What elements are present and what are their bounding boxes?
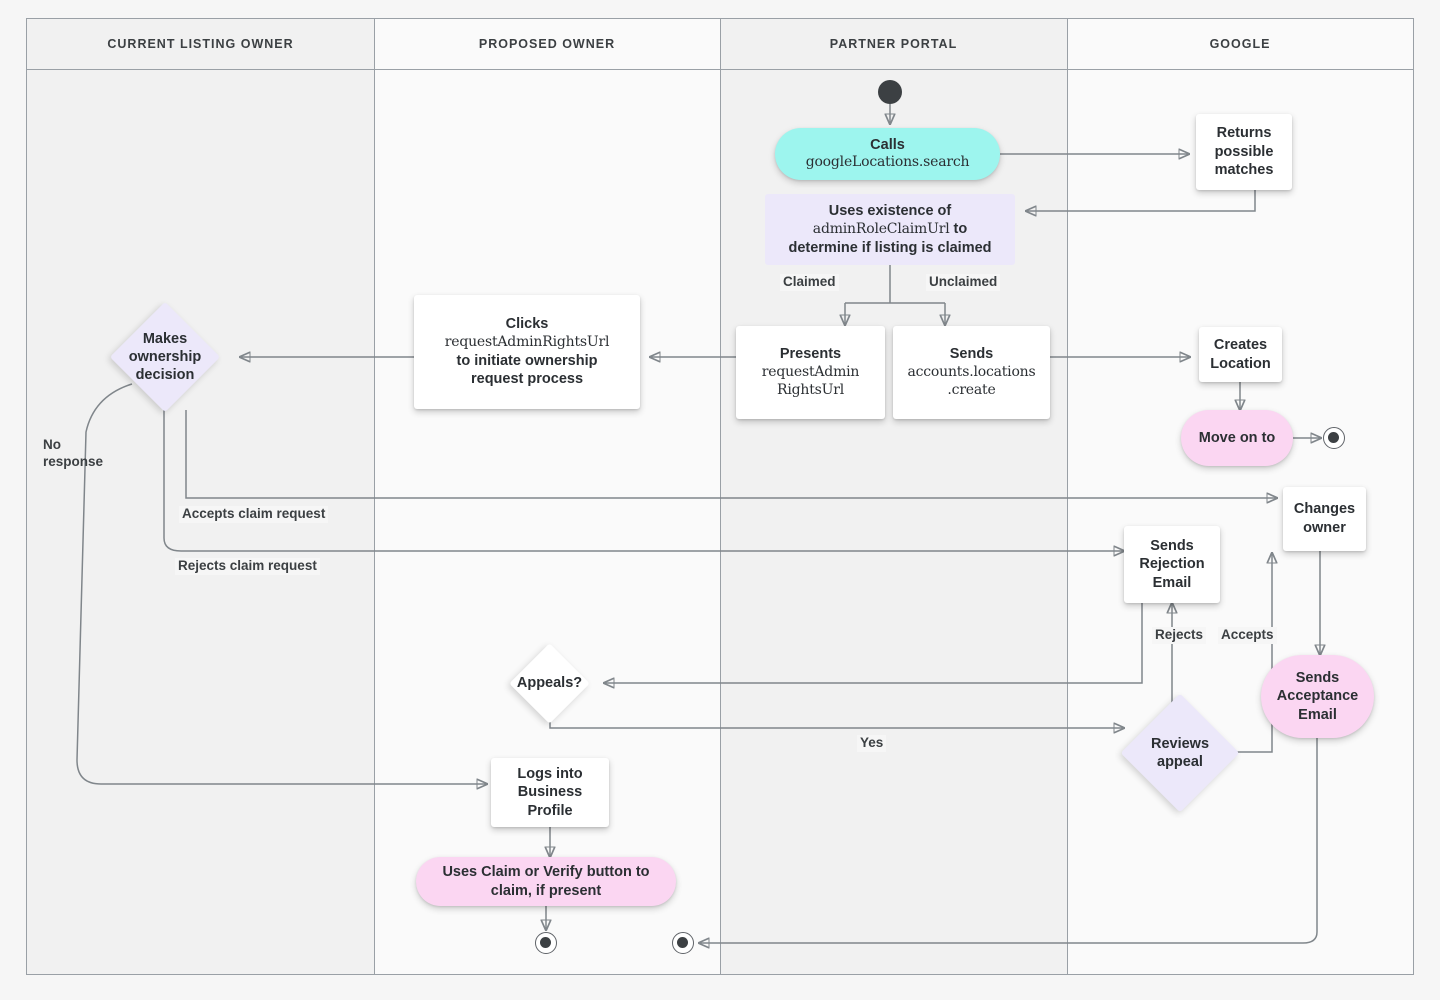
node-uses-claim-line2: claim, if present	[490, 882, 602, 899]
edge-accepts-claim-to-changes-owner	[185, 410, 1277, 498]
node-makes-ownership-decision[interactable]: Makes ownership decision	[109, 301, 221, 413]
node-presents-line1: Presents	[779, 346, 842, 363]
node-calls-line1: Calls	[870, 136, 905, 153]
node-logs-into-business-profile[interactable]: Logs into Business Profile	[491, 758, 609, 827]
edge-label-rejects-claim-request: Rejects claim request	[175, 558, 320, 575]
edge-rejection-to-appeals	[604, 602, 1143, 683]
node-sends-create-line1: Sends	[949, 346, 994, 363]
lane-divider-3	[1067, 19, 1068, 974]
node-presents-line3: RightsUrl	[777, 381, 844, 398]
node-sends-acceptance-email[interactable]: Sends Acceptance Email	[1261, 655, 1374, 738]
node-clicks-request-admin-rights-url[interactable]: Clicks requestAdminRightsUrl to initiate…	[414, 295, 640, 409]
node-uses-existence-line3: determine if listing is claimed	[788, 239, 992, 256]
node-reviews-appeal-label: Reviews appeal	[1150, 735, 1210, 770]
lane-divider-2	[720, 19, 721, 974]
edge-label-claimed: Claimed	[780, 274, 839, 291]
node-returns-possible-matches[interactable]: Returns possible matches	[1196, 114, 1292, 190]
edge-acceptance-email-to-end-partner	[699, 733, 1318, 943]
node-calls-line2: googleLocations.search	[805, 154, 970, 171]
node-creates-location[interactable]: Creates Location	[1199, 327, 1282, 382]
node-sends-rejection-email[interactable]: Sends Rejection Email	[1124, 526, 1220, 603]
edge-label-rejects: Rejects	[1152, 627, 1207, 644]
node-reviews-appeal[interactable]: Reviews appeal	[1120, 693, 1240, 813]
lane-title-current-listing-owner: CURRENT LISTING OWNER	[107, 37, 294, 51]
node-changes-owner[interactable]: Changes owner	[1283, 487, 1366, 551]
node-appeals-decision[interactable]: Appeals?	[509, 643, 590, 724]
node-clicks-line2: requestAdminRightsUrl	[444, 333, 610, 350]
node-uses-claim-line1: Uses Claim or Verify button to	[442, 863, 650, 880]
end-terminal-proposed-owner	[535, 932, 557, 954]
node-sends-create-line3: .create	[947, 381, 996, 398]
lane-divider-1	[374, 19, 375, 974]
node-calls-google-locations-search[interactable]: Calls googleLocations.search	[775, 128, 1000, 180]
edge-no-response-to-logs-into	[76, 383, 487, 784]
edge-label-yes: Yes	[857, 735, 887, 752]
node-sends-accounts-locations-create[interactable]: Sends accounts.locations .create	[893, 326, 1050, 419]
node-clicks-line4: request process	[470, 371, 584, 388]
end-terminal-google	[1323, 427, 1345, 449]
edge-label-accepts-claim-request: Accepts claim request	[179, 506, 329, 523]
edge-label-no-response: No response	[43, 437, 104, 469]
lane-title-google: GOOGLE	[1209, 37, 1271, 51]
node-uses-existence-line2: adminRoleClaimUrl to	[812, 221, 968, 238]
node-appeals-label: Appeals?	[516, 675, 583, 692]
lane-title-partner-portal: PARTNER PORTAL	[829, 37, 958, 51]
node-makes-ownership-decision-label: Makes ownership decision	[128, 330, 202, 384]
edge-rejects-claim-to-sends-rejection	[163, 410, 1124, 551]
end-terminal-partner-portal	[672, 932, 694, 954]
node-sends-create-line2: accounts.locations	[907, 363, 1036, 380]
edge-returns-to-uses-existence	[1026, 190, 1256, 211]
start-terminal-partner-portal	[878, 80, 902, 104]
edge-label-unclaimed: Unclaimed	[926, 274, 1001, 291]
node-clicks-line1: Clicks	[505, 316, 549, 333]
node-clicks-line3: to initiate ownership	[456, 352, 598, 369]
node-uses-existence-admin-role-claim-url[interactable]: Uses existence of adminRoleClaimUrl to d…	[765, 194, 1015, 265]
node-uses-claim-or-verify-button[interactable]: Uses Claim or Verify button to claim, if…	[416, 857, 676, 906]
node-presents-line2: requestAdmin	[761, 363, 860, 380]
node-uses-existence-line1: Uses existence of	[828, 202, 952, 219]
edge-label-accepts: Accepts	[1218, 627, 1277, 644]
node-presents-request-admin-rights-url[interactable]: Presents requestAdmin RightsUrl	[736, 326, 885, 419]
node-move-on-to[interactable]: Move on to	[1181, 410, 1293, 466]
edge-appeals-yes-to-reviews	[549, 712, 1124, 728]
lane-title-proposed-owner: PROPOSED OWNER	[478, 37, 616, 51]
